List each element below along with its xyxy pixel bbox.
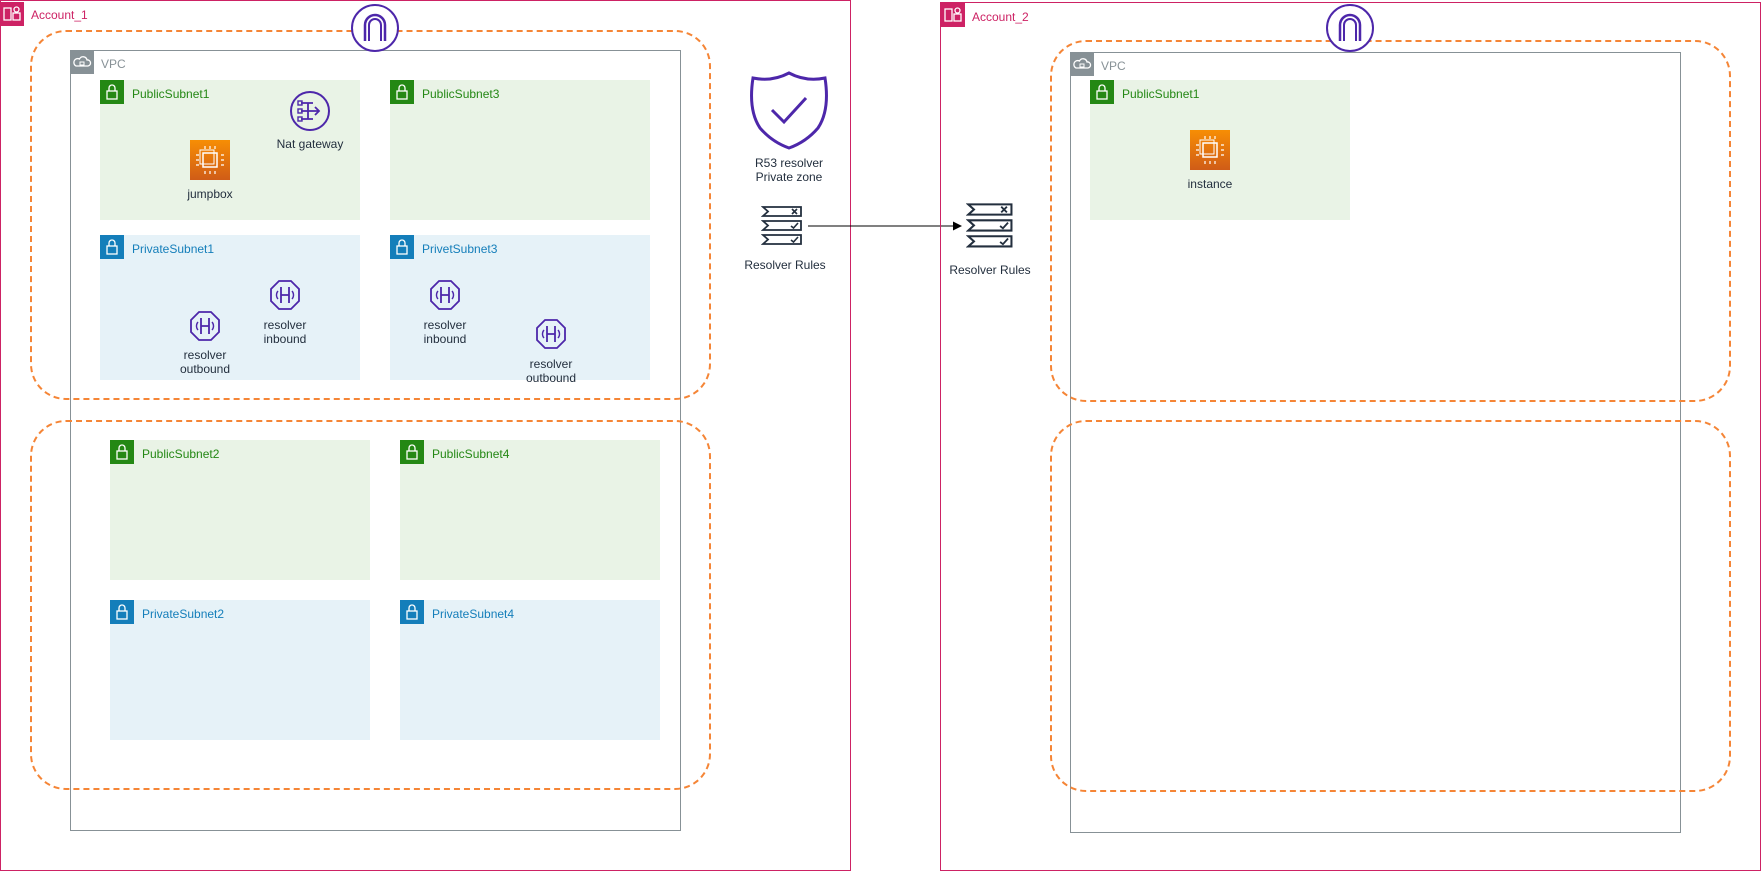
availability-zone-2 <box>1050 420 1731 792</box>
subnet-label: PublicSubnet4 <box>432 447 510 461</box>
subnet-private-3 <box>390 235 650 380</box>
nat-gateway-label: Nat gateway <box>276 137 344 151</box>
subnet-label: PublicSubnet2 <box>142 447 220 461</box>
availability-zone-2 <box>30 420 711 790</box>
subnet-lock-icon <box>100 235 124 259</box>
account-icon <box>0 2 24 26</box>
subnet-lock-icon <box>400 440 424 464</box>
nat-gateway-icon <box>289 90 331 132</box>
vpc-label: VPC <box>1101 59 1126 73</box>
r53-resolver-label: R53 resolver Private zone <box>754 156 824 184</box>
subnet-lock-icon <box>110 440 134 464</box>
subnet-label: PrivetSubnet3 <box>422 242 498 256</box>
internet-gateway-icon <box>350 3 400 53</box>
subnet-private-1 <box>100 235 360 380</box>
resolver-rules-label: Resolver Rules <box>949 263 1031 277</box>
subnet-label: PrivateSubnet2 <box>142 607 225 621</box>
subnet-public-3 <box>390 80 650 220</box>
ec2-instance-icon <box>190 140 230 180</box>
ec2-instance-icon <box>1190 130 1230 170</box>
jumpbox-label: jumpbox <box>187 187 233 201</box>
subnet-lock-icon <box>1090 80 1114 104</box>
subnet-public-2 <box>110 440 370 580</box>
resolver-inbound-label: resolver inbound <box>263 318 307 346</box>
resolver-rules-icon <box>966 202 1016 250</box>
resolver-endpoint-icon <box>429 279 461 311</box>
r53-shield-icon <box>748 70 830 150</box>
resolver-endpoint-icon <box>535 318 567 350</box>
subnet-public-1 <box>100 80 360 220</box>
subnet-lock-icon <box>400 600 424 624</box>
vpc-label: VPC <box>101 57 126 71</box>
availability-zone-1 <box>1050 40 1731 402</box>
subnet-lock-icon <box>110 600 134 624</box>
subnet-label: PublicSubnet1 <box>132 87 210 101</box>
subnet-private-4 <box>400 600 660 740</box>
resolver-outbound-label: resolver outbound <box>525 357 577 385</box>
subnet-lock-icon <box>390 80 414 104</box>
subnet-label: PublicSubnet1 <box>1122 87 1200 101</box>
subnet-label: PrivateSubnet4 <box>432 607 515 621</box>
resolver-endpoint-icon <box>189 310 221 342</box>
subnet-label: PublicSubnet3 <box>422 87 500 101</box>
account-icon <box>941 3 965 27</box>
subnet-private-2 <box>110 600 370 740</box>
resolver-inbound-label: resolver inbound <box>423 318 467 346</box>
resolver-rules-label: Resolver Rules <box>744 258 826 272</box>
subnet-lock-icon <box>390 235 414 259</box>
instance-label: instance <box>1187 177 1233 191</box>
resolver-endpoint-icon <box>269 279 301 311</box>
subnet-label: PrivateSubnet1 <box>132 242 215 256</box>
internet-gateway-icon <box>1325 3 1375 53</box>
account-label: Account_1 <box>31 8 88 22</box>
share-arrow <box>808 219 963 233</box>
vpc-cloud-icon <box>70 50 94 74</box>
resolver-rules-icon <box>761 205 805 247</box>
account-label: Account_2 <box>972 10 1029 24</box>
resolver-outbound-label: resolver outbound <box>179 348 231 376</box>
subnet-lock-icon <box>100 80 124 104</box>
subnet-public-4 <box>400 440 660 580</box>
